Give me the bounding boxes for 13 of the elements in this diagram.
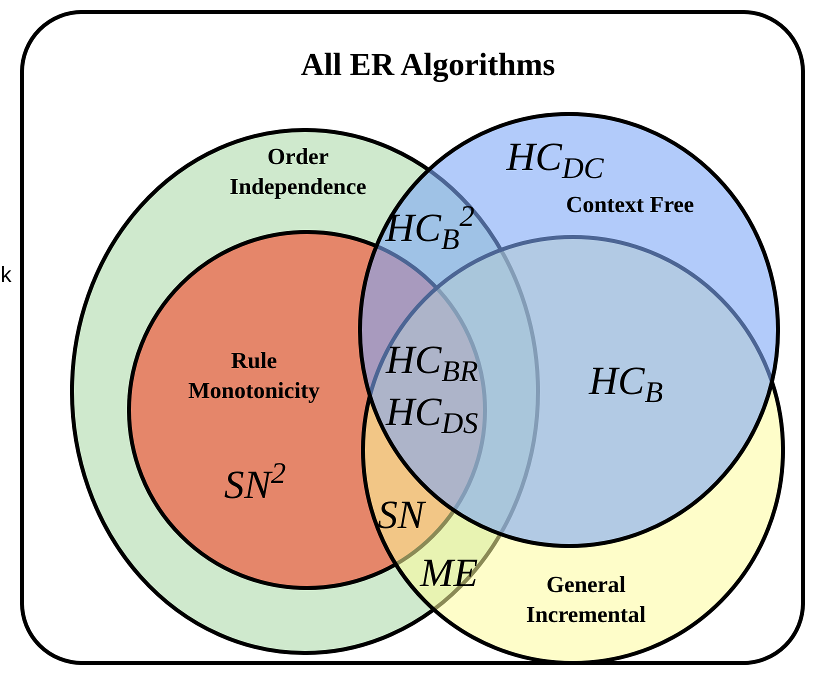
- algorithm-label: SN$^{2}$: [224, 465, 286, 505]
- algorithm-label: HC$_{B}$: [589, 361, 663, 401]
- algorithm-label: HC$_{DS}$: [386, 392, 478, 432]
- set-label: Rule Monotonicity: [187, 347, 321, 405]
- algorithm-label: HC$_{DC}$: [506, 137, 604, 177]
- set-label: General Incremental: [525, 571, 647, 629]
- text-fragment: k: [0, 264, 12, 286]
- algorithm-label: ME: [420, 553, 478, 593]
- algorithm-label: HC$_{BR}$: [386, 340, 478, 380]
- algorithm-label: SN: [378, 495, 424, 535]
- set-label: Order Independence: [228, 143, 368, 201]
- set-label: Context Free: [565, 191, 695, 220]
- diagram-title: All ER Algorithms: [300, 45, 556, 84]
